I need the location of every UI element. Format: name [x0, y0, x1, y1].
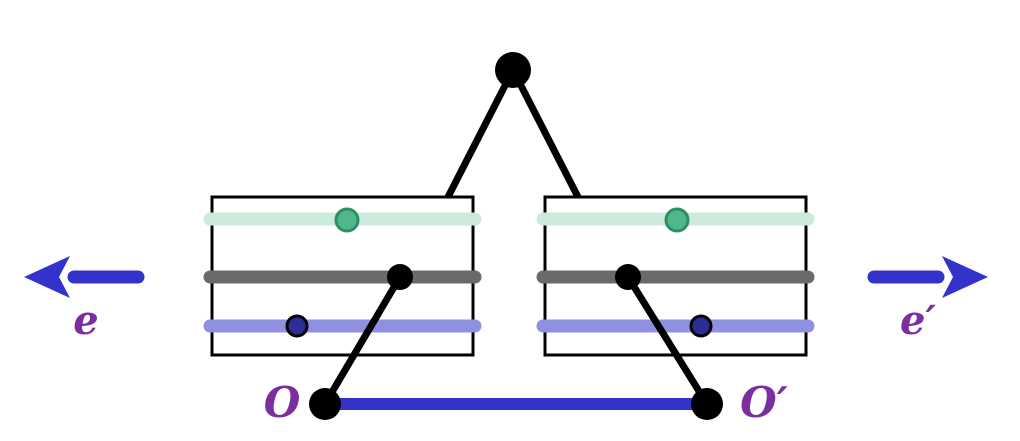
left-origin-connector-line	[321, 275, 404, 406]
left-arrow-label: e	[73, 297, 98, 344]
right-black-point	[615, 264, 641, 290]
origin-left-node	[309, 388, 341, 420]
left-arrowhead-icon	[24, 256, 70, 298]
origin-left-label: O	[264, 378, 301, 427]
origin-right-label: O′	[740, 378, 788, 427]
right-navy-point	[689, 314, 713, 338]
left-navy-point	[285, 314, 309, 338]
right-arrow-label: e′	[900, 297, 936, 344]
apex-left-branch-line	[444, 68, 517, 199]
right-direction-arrow	[867, 256, 988, 298]
left-direction-arrow	[24, 256, 145, 298]
apex-node	[495, 52, 531, 88]
right-green-point	[664, 207, 690, 233]
left-black-point	[387, 264, 413, 290]
right-origin-connector-line	[625, 275, 710, 406]
apex-right-branch-line	[509, 68, 582, 199]
left-green-point	[334, 207, 360, 233]
right-arrowhead-icon	[942, 256, 988, 298]
origin-right-node	[691, 388, 723, 420]
